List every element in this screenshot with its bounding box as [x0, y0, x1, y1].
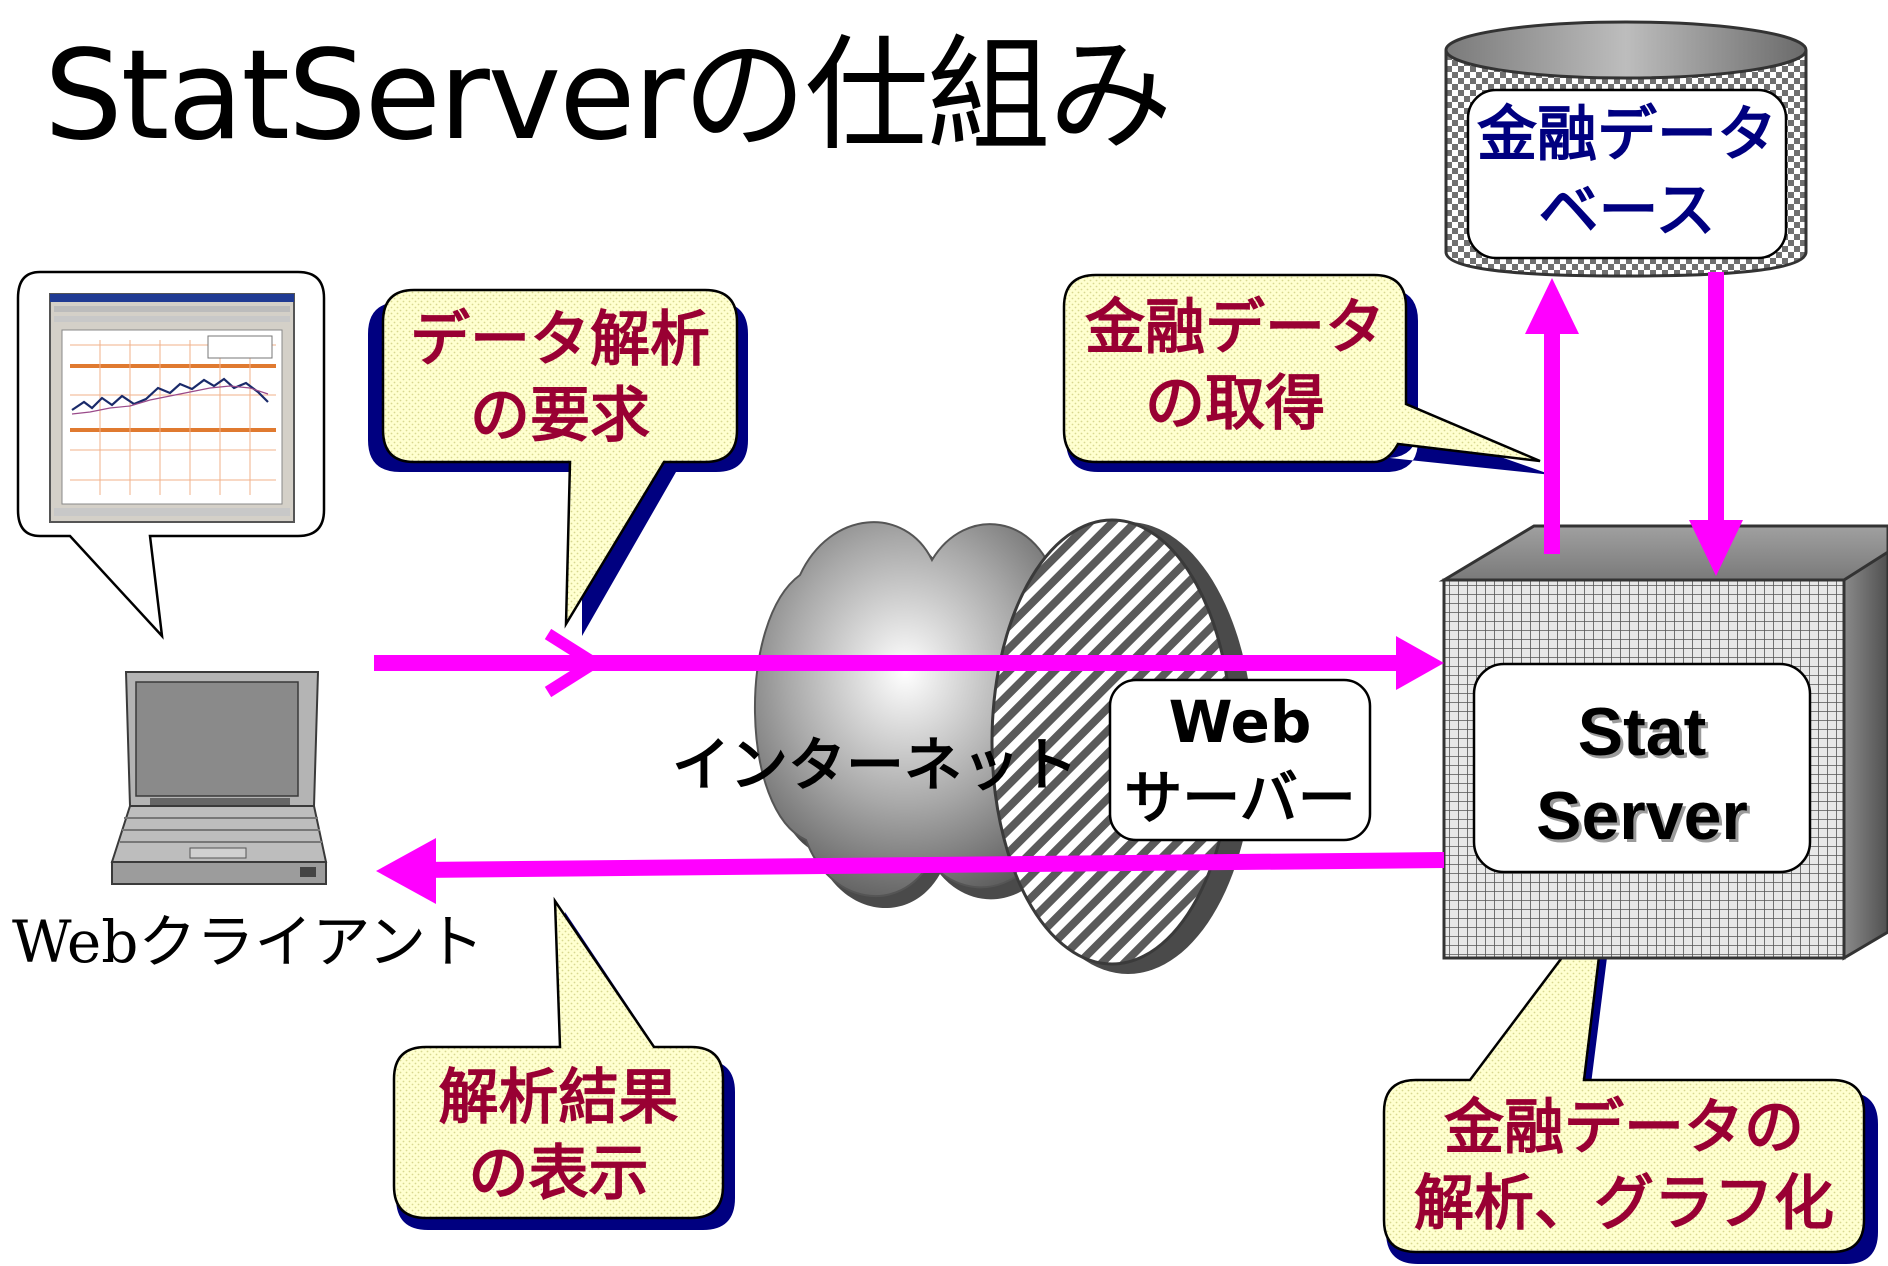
- callout-analysis: [1382, 894, 1866, 1254]
- callout-request: [381, 288, 739, 629]
- request-arrow-mid-head: [544, 628, 606, 698]
- stat-server-cube: [1438, 524, 1888, 961]
- chart-screenshot-thumbnail: [49, 293, 295, 523]
- callout-result-text: 解析結果 の表示: [438, 1063, 679, 1209]
- database-label: 金融データ ベース: [1477, 100, 1777, 246]
- callout-fetch-text: 金融データ の取得: [1085, 293, 1385, 439]
- request-arrow-head: [1396, 636, 1444, 690]
- arrow-heads: [376, 278, 1743, 904]
- page-title: StatServerの仕組み: [44, 24, 1173, 168]
- response-arrow-head: [376, 838, 436, 904]
- database-cylinder: [1444, 20, 1808, 278]
- internet-label: インターネット: [672, 731, 1079, 799]
- web-server-label: Web サーバー: [1124, 688, 1356, 832]
- callout-request-text: データ解析 の要求: [410, 305, 710, 451]
- arrows: [374, 272, 1724, 878]
- fetch-down-arrow-head: [1689, 520, 1743, 576]
- callout-fetch: [1062, 273, 1541, 464]
- laptop-icon: [110, 671, 328, 885]
- web-client-label: Webクライアント: [12, 908, 485, 976]
- callout-analysis-text: 金融データの 解析、グラフ化: [1414, 1093, 1834, 1239]
- client-screen-bubble: [16, 270, 326, 640]
- callout-result: [392, 896, 725, 1220]
- response-arrow: [417, 852, 1445, 878]
- fetch-up-arrow-head: [1525, 278, 1579, 334]
- stat-server-label: Stat Server: [1536, 694, 1748, 854]
